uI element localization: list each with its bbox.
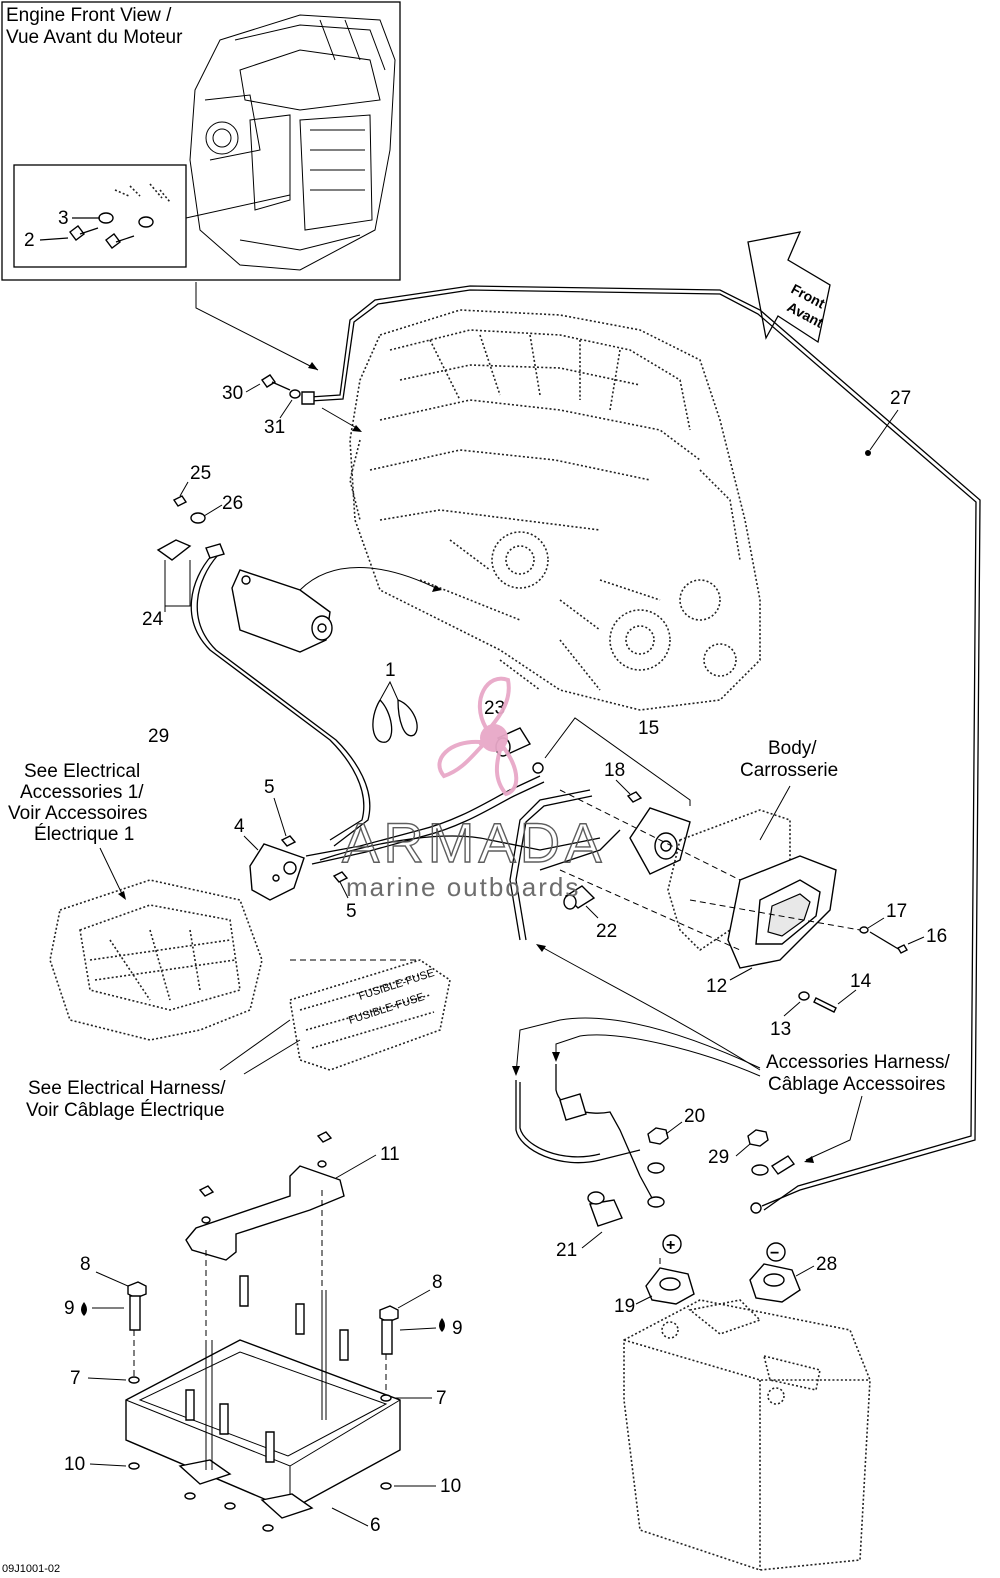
- callout-31: 31: [264, 417, 285, 438]
- note-electrical-accessories-2: Accessories 1/: [20, 782, 144, 803]
- inset-engine-drawing: [189, 14, 396, 271]
- callout-18: 18: [604, 760, 625, 781]
- screw-8-right: [379, 1305, 399, 1355]
- bolt-16: [869, 931, 901, 951]
- callout-9-right: 9: [452, 1318, 463, 1339]
- inset-callout-3: 3: [58, 208, 69, 229]
- callout-7-right: 7: [436, 1388, 447, 1409]
- callout-10-left: 10: [64, 1454, 85, 1475]
- figure-code: 09J1001-02: [2, 1563, 60, 1575]
- starter-solenoid-4: [249, 835, 349, 901]
- callout-7-left: 7: [70, 1368, 81, 1389]
- fuse-box-outline: FUSIBLE-FUSE FUSIBLE-FUSE: [289, 959, 451, 1071]
- positive-terminal-19: +: [645, 1234, 695, 1305]
- screw-14: [813, 997, 837, 1013]
- callout-24: 24: [142, 609, 164, 630]
- negative-terminal-28: −: [749, 1242, 801, 1303]
- callout-25: 25: [190, 463, 211, 484]
- washer-26: [190, 512, 206, 524]
- nut-18: [626, 791, 643, 803]
- note-electrical-harness-en: See Electrical Harness/: [28, 1078, 226, 1099]
- inset-leader: [195, 282, 319, 371]
- leader-15: [544, 717, 691, 806]
- callout-21: 21: [556, 1240, 577, 1261]
- callout-9-left: 9: [64, 1298, 75, 1319]
- armada-watermark: ARMADA marine outboards: [341, 676, 606, 902]
- inset-callout-2: 2: [24, 230, 35, 251]
- watermark-brand: ARMADA: [342, 811, 606, 874]
- tray-screws: [185, 1275, 349, 1470]
- engine-outline: [349, 309, 761, 711]
- note-electrical-accessories-1: See Electrical: [24, 761, 140, 782]
- callout-11: 11: [380, 1144, 400, 1165]
- note-body-en: Body/: [768, 738, 817, 759]
- terminal-cap-21: [587, 1191, 623, 1227]
- note-accessories-harness-fr: Câblage Accessoires: [768, 1074, 945, 1095]
- nut-29: [747, 1129, 796, 1176]
- callout-29-top: 29: [148, 726, 169, 747]
- screw-8-left: [127, 1281, 147, 1331]
- mounting-plate-12: [727, 855, 837, 969]
- junction-block: [629, 807, 691, 875]
- inset-hardware: [69, 183, 171, 249]
- note-accessories-harness-en: Accessories Harness/: [766, 1052, 950, 1073]
- battery-tray-6: [125, 1339, 401, 1519]
- callout-17: 17: [886, 901, 907, 922]
- watermark-tagline: marine outboards: [346, 872, 580, 902]
- callout-10-right: 10: [440, 1476, 461, 1497]
- oil-drop-icon: [81, 1302, 87, 1316]
- callout-22: 22: [596, 921, 617, 942]
- callout-8-right: 8: [432, 1272, 443, 1293]
- clamp-1: [372, 680, 418, 743]
- ground-cable-27: [301, 285, 981, 1214]
- electrical-box-outline: [49, 879, 263, 1041]
- washer-17: [859, 926, 869, 934]
- callout-5-upper: 5: [264, 777, 275, 798]
- note-electrical-accessories-4: Électrique 1: [34, 824, 134, 845]
- callout-14: 14: [850, 971, 872, 992]
- hold-down-bracket-11: [185, 1131, 345, 1261]
- callout-28: 28: [816, 1254, 837, 1275]
- callout-12: 12: [706, 976, 727, 997]
- callout-6: 6: [370, 1515, 381, 1536]
- callout-29-lower: 29: [708, 1147, 729, 1168]
- washer-13: [798, 991, 810, 1001]
- inset-title-line2: Vue Avant du Moteur: [6, 27, 183, 48]
- callout-5-lower: 5: [346, 901, 357, 922]
- callout-1: 1: [385, 660, 396, 681]
- callout-16: 16: [926, 926, 947, 947]
- callout-13: 13: [770, 1019, 791, 1040]
- callout-20: 20: [684, 1106, 705, 1127]
- starter-motor: [231, 569, 333, 653]
- note-electrical-accessories-3: Voir Accessoires: [8, 803, 147, 824]
- oil-drop-icon: [439, 1318, 445, 1332]
- callout-4: 4: [234, 816, 245, 837]
- note-electrical-harness-fr: Voir Câblage Électrique: [26, 1100, 225, 1121]
- callout-30: 30: [222, 383, 243, 404]
- callout-19: 19: [614, 1296, 635, 1317]
- bolt-30-washer-31: [260, 374, 301, 399]
- nut-25: [172, 495, 188, 507]
- positive-sign: +: [666, 1237, 675, 1254]
- callout-27: 27: [890, 388, 911, 409]
- nut-20: [639, 1127, 669, 1208]
- battery-outline: [623, 1299, 871, 1571]
- callout-15: 15: [638, 718, 659, 739]
- propeller-logo-icon: [437, 676, 519, 797]
- callout-26: 26: [222, 493, 243, 514]
- inset-title-line1: Engine Front View /: [6, 5, 172, 26]
- electrical-accessories-note: See Electrical Accessories 1/ Voir Acces…: [8, 761, 147, 845]
- terminal-cap-22: [563, 885, 596, 910]
- accessories-harness: [515, 1064, 641, 1177]
- engine-front-view-inset: Engine Front View / Vue Avant du Moteur: [1, 1, 401, 281]
- note-body-fr: Carrosserie: [740, 760, 838, 781]
- negative-sign: −: [770, 1245, 779, 1262]
- front-arrow-icon: Front Avant: [747, 231, 831, 344]
- starter-cable-24: [156, 539, 371, 847]
- callout-8-left: 8: [80, 1254, 91, 1275]
